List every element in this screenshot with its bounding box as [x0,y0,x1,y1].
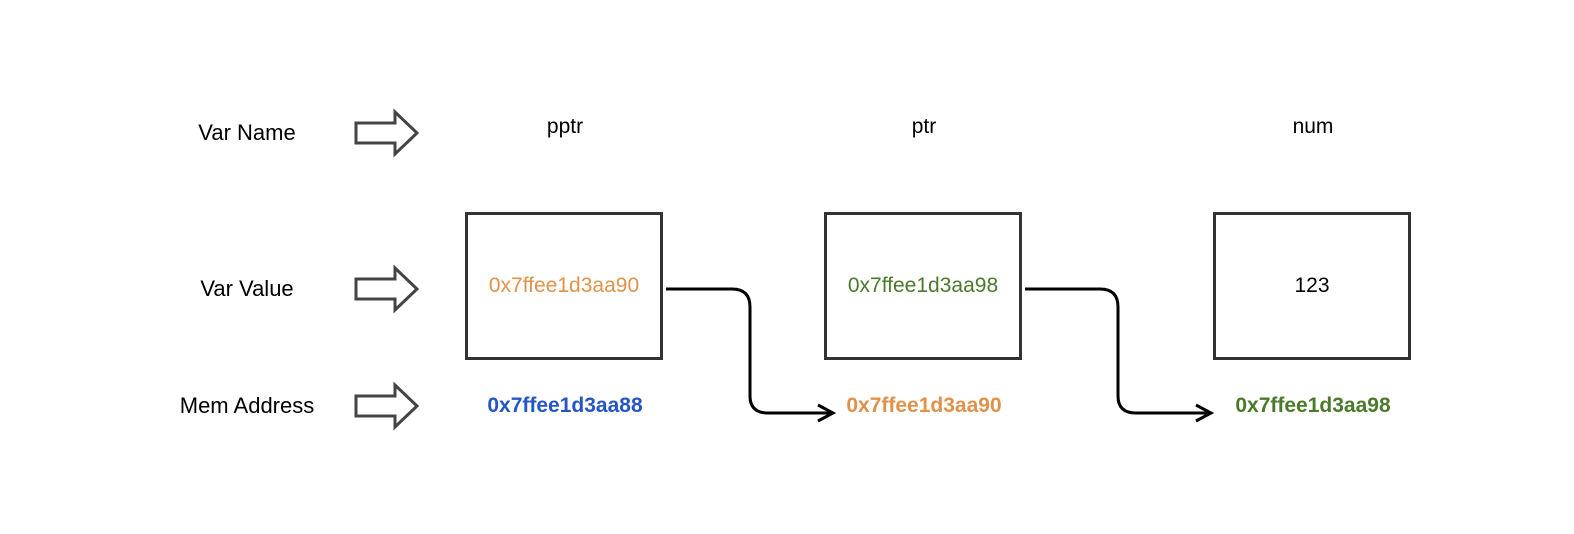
arrowhead-icon [817,403,837,423]
value-text-ptr: 0x7ffee1d3aa98 [847,274,999,297]
row-label-var-name: Var Name [198,120,296,145]
hollow-arrow-icon [354,264,420,314]
hollow-arrow-icon [354,381,420,431]
value-box-pptr: 0x7ffee1d3aa90 [465,212,663,360]
var-name-pptr: pptr [546,115,584,138]
value-box-ptr: 0x7ffee1d3aa98 [824,212,1022,360]
var-name-num: num [1292,115,1334,138]
row-label-var-value: Var Value [200,276,294,301]
pointer-arrow-ptr-to-num [1025,287,1210,415]
row-label-mem-address: Mem Address [179,393,315,418]
var-name-ptr: ptr [911,115,937,138]
address-ptr: 0x7ffee1d3aa90 [846,394,1002,417]
value-text-num: 123 [1294,274,1330,297]
value-box-num: 123 [1213,212,1411,360]
address-num: 0x7ffee1d3aa98 [1235,394,1391,417]
pointer-arrow-pptr-to-ptr [666,287,832,415]
address-pptr: 0x7ffee1d3aa88 [487,394,643,417]
value-text-pptr: 0x7ffee1d3aa90 [488,274,640,297]
hollow-arrow-icon [354,108,420,158]
arrowhead-icon [1195,403,1215,423]
